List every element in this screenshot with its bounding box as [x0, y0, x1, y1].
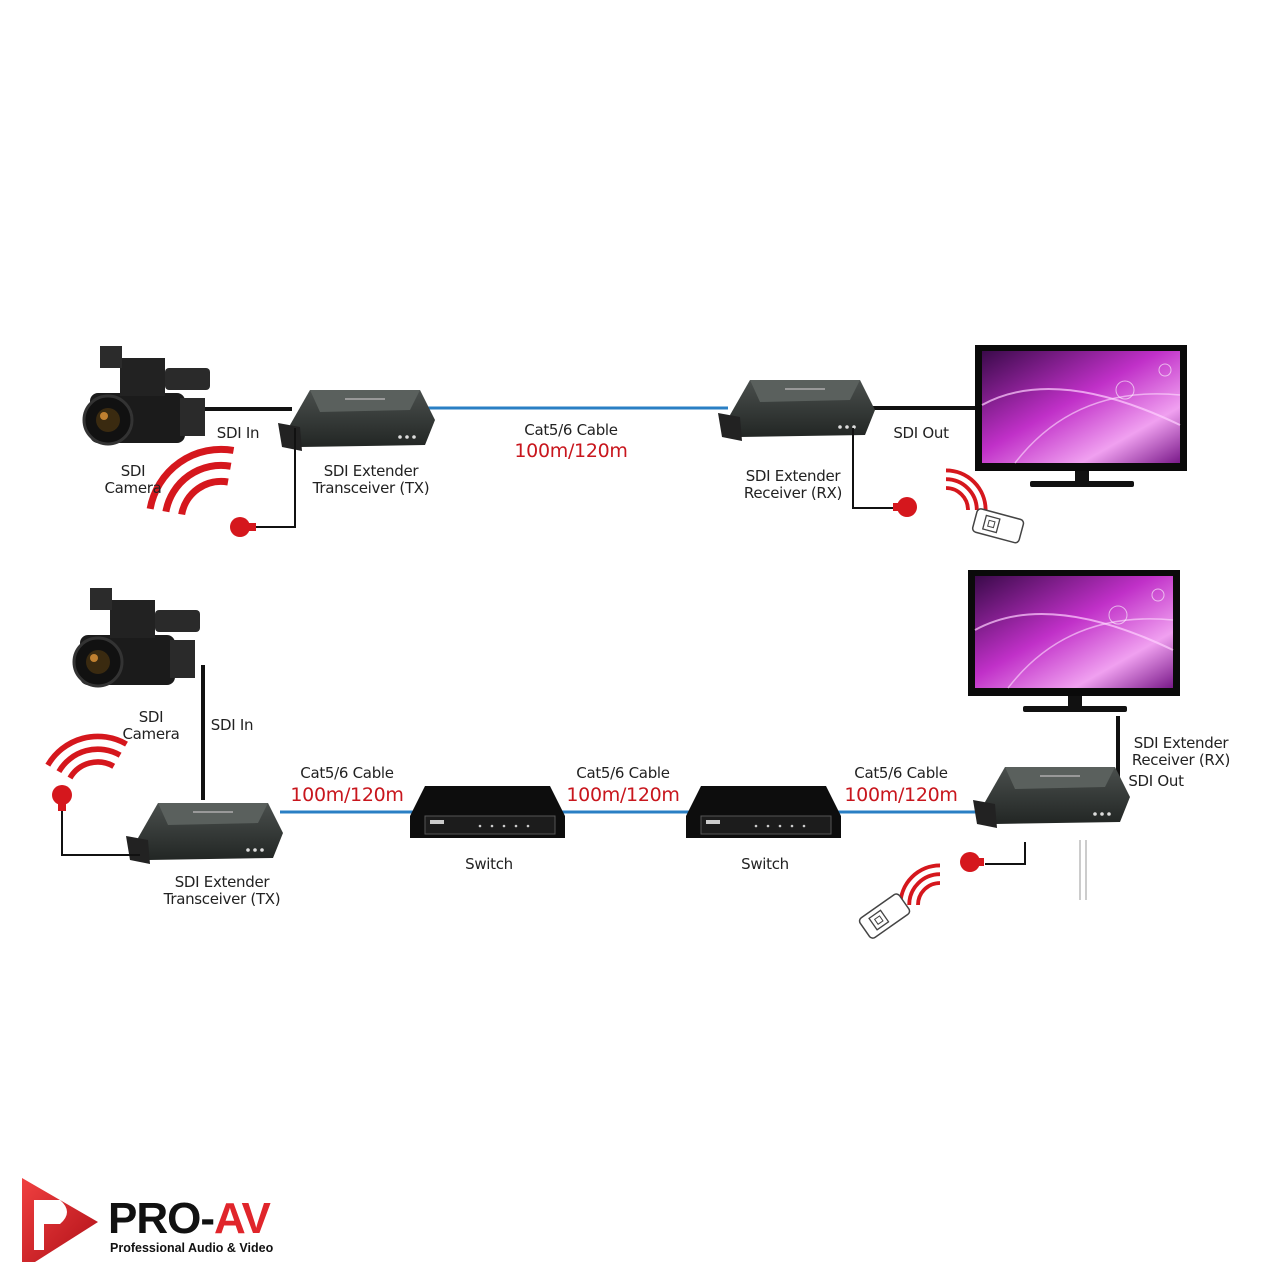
switch-2-label: Switch	[741, 855, 789, 873]
top-camera-icon	[82, 344, 212, 446]
segment-1-distance-label: 100m/120m	[290, 784, 404, 806]
segment-2-distance-label: 100m/120m	[566, 784, 680, 806]
top-distance-label: 100m/120m	[514, 440, 628, 462]
top-rx-device-icon	[717, 379, 876, 442]
bottom-ir-emitter-icon	[48, 715, 127, 811]
top-sdi-out-label: SDI Out	[893, 424, 949, 442]
segment-3-distance-label: 100m/120m	[844, 784, 958, 806]
bottom-tx-device-icon	[125, 802, 284, 865]
bottom-tv-icon	[967, 569, 1181, 713]
bottom-sdi-out-label: SDI Out	[1128, 772, 1184, 790]
bottom-sdi-in-label: SDI In	[210, 716, 254, 734]
bottom-remote-icon	[857, 891, 912, 941]
bottom-camera-icon	[72, 586, 202, 688]
switch-1-label: Switch	[465, 855, 513, 873]
bottom-rx-device-icon	[972, 766, 1131, 829]
top-ir-receiver-icon	[893, 468, 988, 517]
top-remote-icon	[971, 507, 1026, 545]
top-cable-label: Cat5/6 Cable	[524, 421, 618, 439]
logo-tagline: Professional Audio & Video	[110, 1241, 274, 1255]
pro-av-logo-icon	[22, 1178, 98, 1262]
switch-2-icon	[685, 785, 842, 839]
segment-2-cable-label: Cat5/6 Cable	[576, 764, 670, 782]
top-ir-emitter-icon	[150, 438, 256, 537]
switch-1-icon	[409, 785, 566, 839]
logo-brand: PRO-AV	[108, 1194, 271, 1243]
top-sdi-in-label: SDI In	[216, 424, 260, 442]
segment-1-cable-label: Cat5/6 Cable	[300, 764, 394, 782]
segment-3-cable-label: Cat5/6 Cable	[854, 764, 948, 782]
top-tv-icon	[974, 344, 1188, 488]
top-tx-device-icon	[277, 389, 436, 452]
bottom-ir-receiver-icon	[898, 852, 984, 907]
